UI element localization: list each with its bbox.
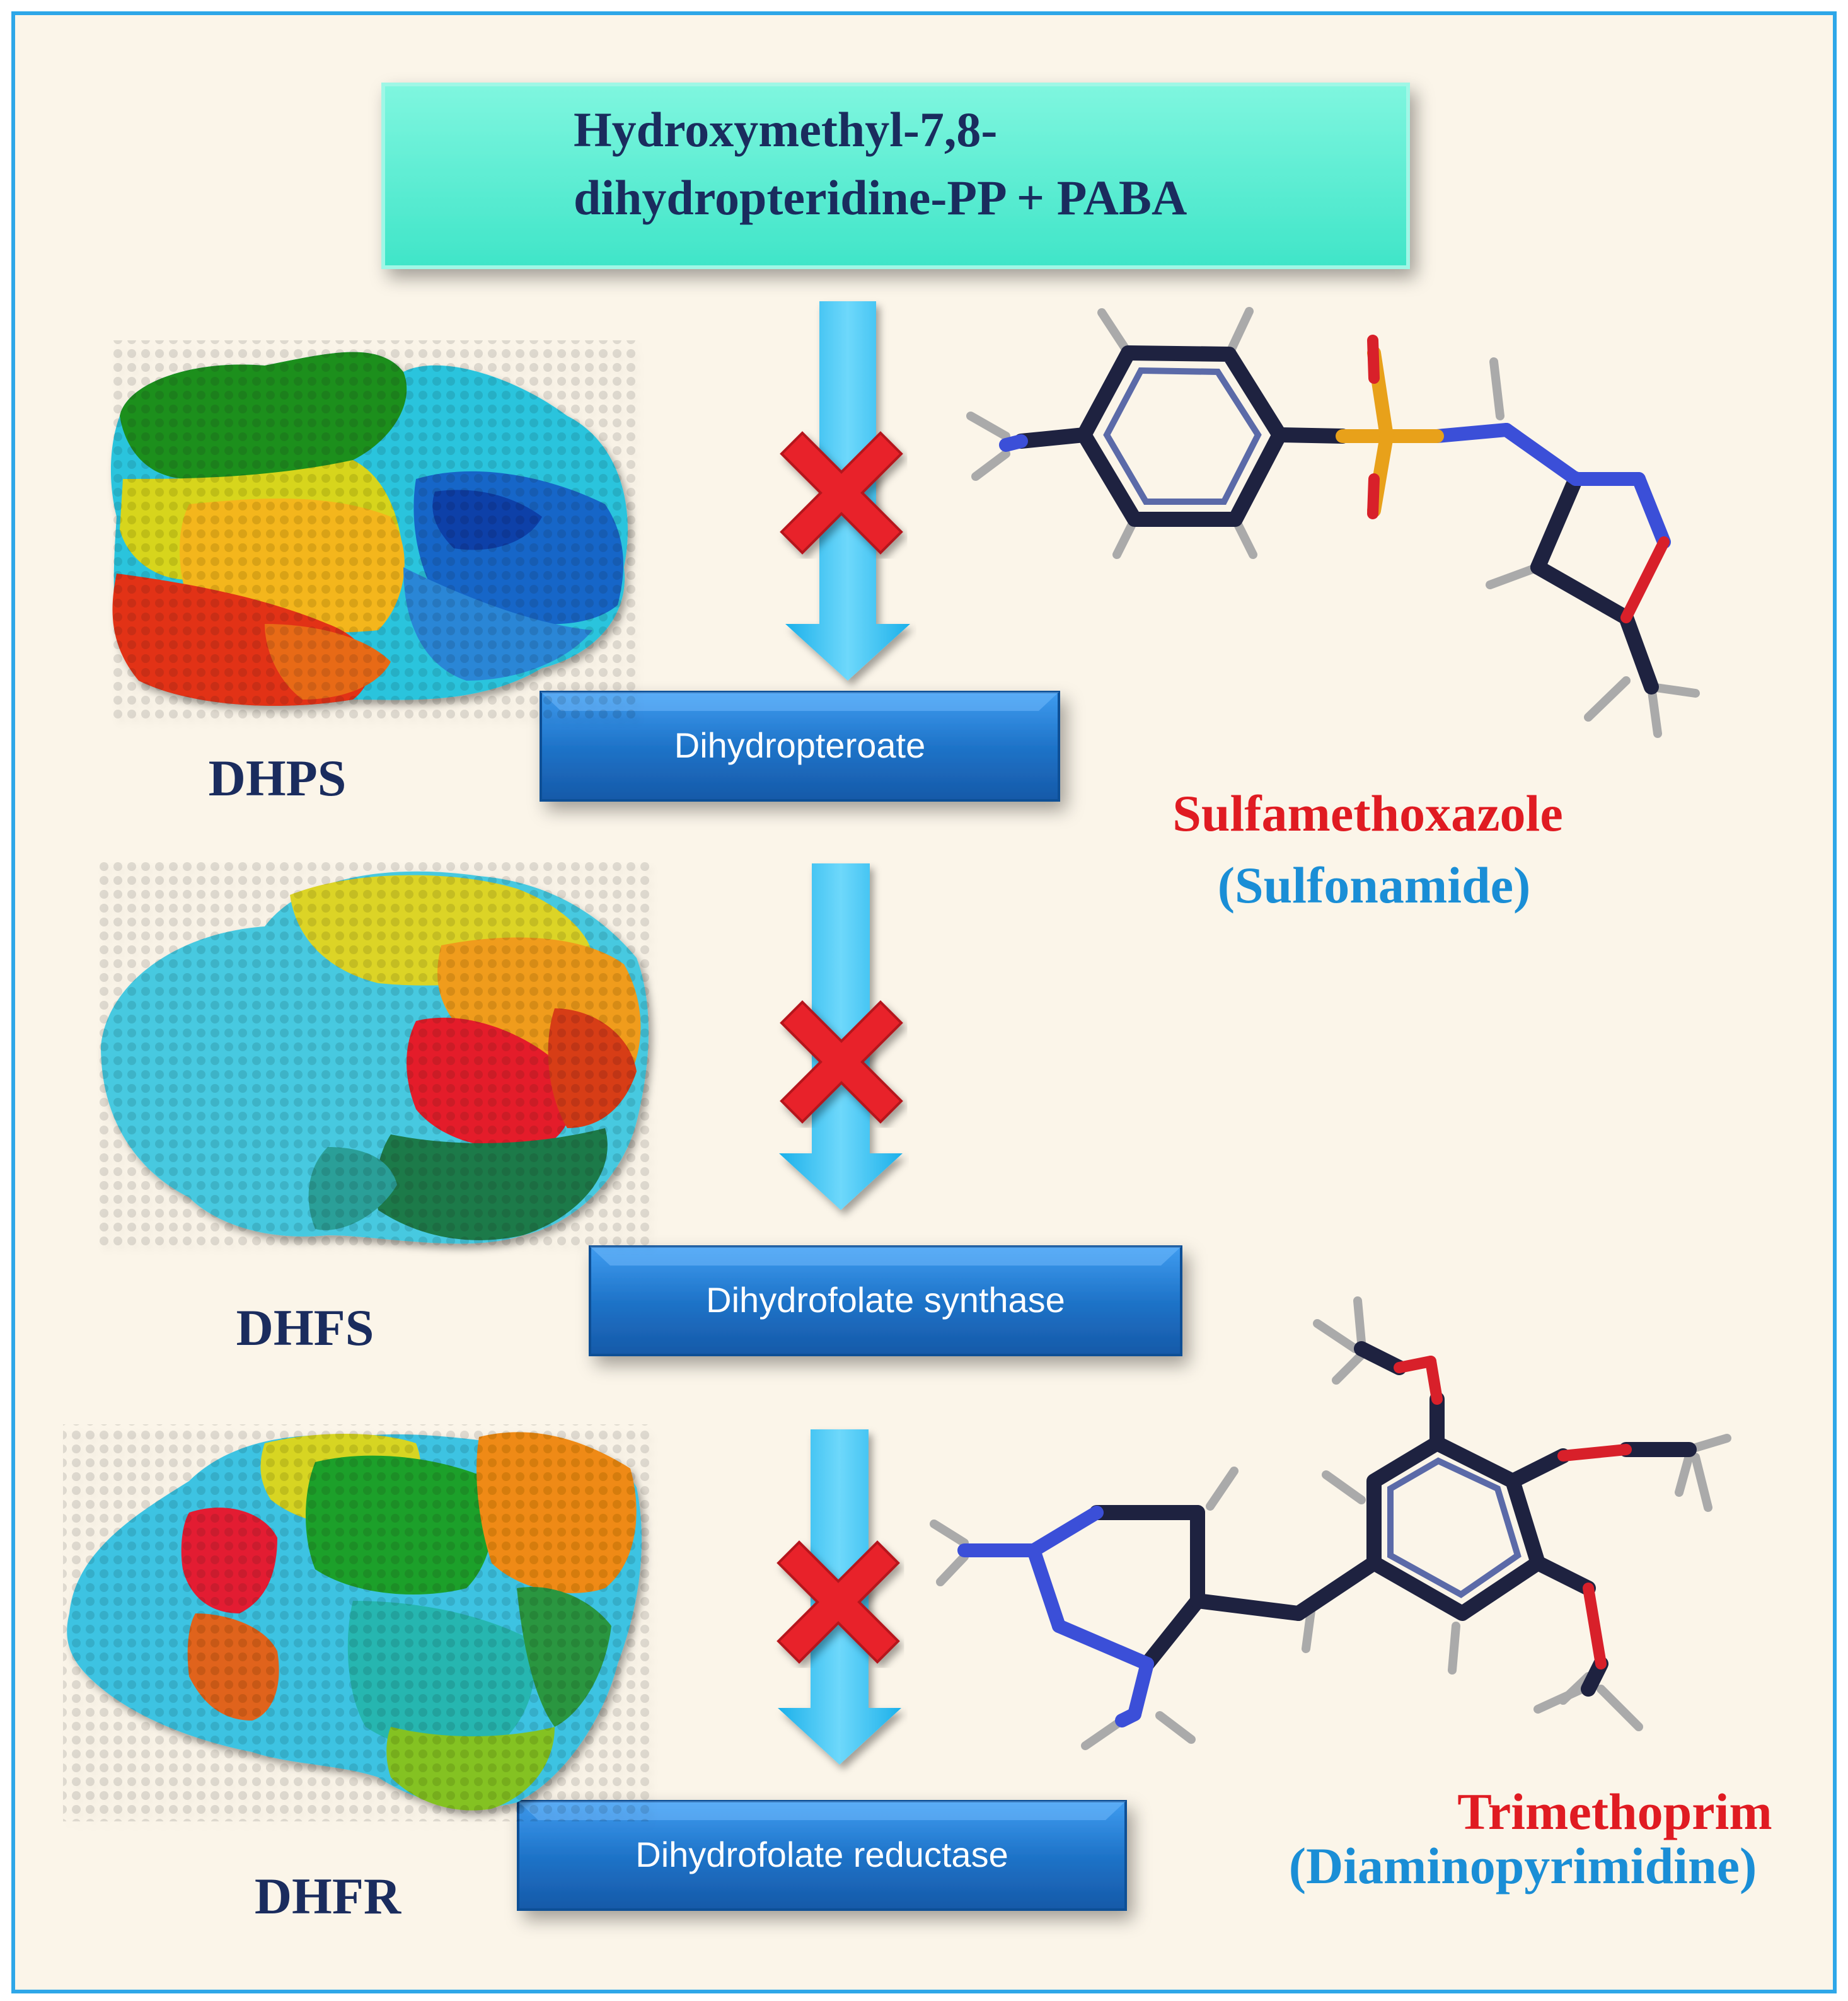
dhps-protein-surface: [110, 340, 637, 718]
inhibition-x-icon: [777, 1540, 900, 1664]
substrate-line-2: dihydropteridine-PP + PABA: [574, 170, 1187, 225]
dhfr-protein-surface: [63, 1424, 649, 1821]
substrate-box: [381, 83, 1410, 269]
enzyme-label-dhfs: DHFS: [236, 1299, 374, 1356]
step-label: Dihydropteroate: [674, 725, 925, 765]
step-box-dihydrofolate-synthase: [589, 1245, 1182, 1356]
step-label: Dihydrofolate reductase: [635, 1835, 1008, 1874]
dhfs-protein-surface: [95, 857, 649, 1248]
enzyme-label-dhfr: DHFR: [255, 1867, 401, 1925]
enzyme-label-dhps: DHPS: [209, 749, 347, 807]
inhibition-x-icon: [780, 1000, 903, 1124]
sulfamethoxazole-structure: [966, 307, 1700, 738]
inhibition-x-icon: [780, 431, 903, 555]
step-label: Dihydrofolate synthase: [706, 1280, 1065, 1320]
drug-name-sulfamethoxazole: Sulfamethoxazole: [1172, 785, 1562, 842]
drug-class-diaminopyrimidine: (Diaminopyrimidine): [1289, 1837, 1757, 1894]
substrate-line-1: Hydroxymethyl-7,8-: [574, 102, 997, 157]
drug-class-sulfonamide: (Sulfonamide): [1218, 856, 1531, 914]
drug-name-trimethoprim: Trimethoprim: [1457, 1783, 1772, 1840]
arrow-down-icon: [779, 863, 903, 1210]
trimethoprim-structure: [930, 1296, 1731, 1750]
